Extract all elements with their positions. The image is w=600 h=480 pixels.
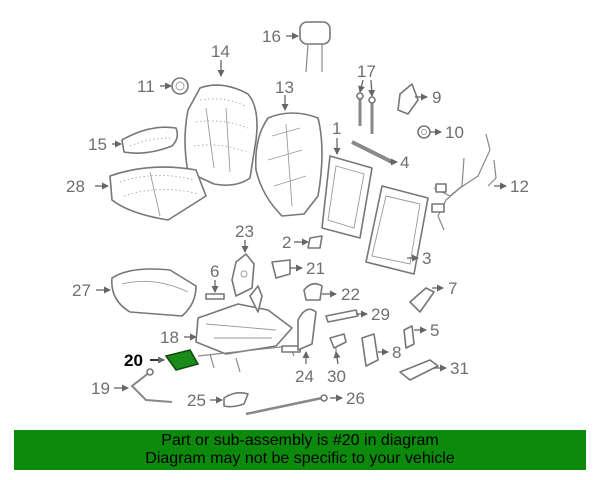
part-3-back-panel[interactable] xyxy=(365,185,429,275)
part-15-pad[interactable] xyxy=(121,126,179,154)
banner-line-2: Diagram may not be specific to your vehi… xyxy=(145,450,455,467)
part-27-cushion-pad[interactable] xyxy=(111,268,197,317)
part-21-cover[interactable] xyxy=(271,259,291,279)
part-5-lever[interactable] xyxy=(403,325,415,349)
part-31-trim[interactable] xyxy=(399,359,439,381)
part-25-bumper[interactable] xyxy=(223,391,249,408)
callout-13: 13 xyxy=(275,78,294,97)
callout-8: 8 xyxy=(392,343,401,362)
callout-1: 1 xyxy=(332,119,341,138)
callout-6: 6 xyxy=(210,262,219,281)
callout-27: 27 xyxy=(72,281,91,300)
part-11-button[interactable] xyxy=(171,77,189,95)
callout-12: 12 xyxy=(510,177,529,196)
callout-21: 21 xyxy=(306,259,325,278)
part-24-side-shield[interactable] xyxy=(297,308,317,351)
part-16-headrest[interactable] xyxy=(299,21,331,73)
callout-10: 10 xyxy=(445,123,464,142)
part-6-strip[interactable] xyxy=(205,293,225,300)
part-13-seatback-pad[interactable] xyxy=(254,112,323,217)
part-10-bolt[interactable] xyxy=(417,125,431,139)
callout-26: 26 xyxy=(346,389,365,408)
part-1-seatback-frame[interactable] xyxy=(321,155,373,239)
part-18-seat-frame[interactable] xyxy=(195,285,301,373)
part-19-cable[interactable] xyxy=(130,368,173,403)
callout-22: 22 xyxy=(341,285,360,304)
callout-7: 7 xyxy=(448,279,457,298)
part-8-cover[interactable] xyxy=(361,333,379,367)
callout-17: 17 xyxy=(357,62,376,81)
callout-30: 30 xyxy=(327,367,346,386)
callout-31: 31 xyxy=(450,359,469,378)
callout-15: 15 xyxy=(88,135,107,154)
part-26-rod[interactable] xyxy=(245,394,328,416)
callout-2: 2 xyxy=(282,233,291,252)
part-17-guides[interactable] xyxy=(356,92,376,134)
callout-18: 18 xyxy=(160,328,179,347)
part-30-bracket[interactable] xyxy=(329,333,347,356)
leader-lines xyxy=(95,32,507,404)
callout-14: 14 xyxy=(211,42,230,61)
part-20-highlighted-pad[interactable] xyxy=(164,349,200,371)
part-12-harness[interactable] xyxy=(431,133,497,231)
seat-parts-diagram: 16 14 11 13 17 9 15 1 10 4 12 28 23 2 3 … xyxy=(66,21,529,416)
part-7-handle[interactable] xyxy=(409,287,435,313)
callout-19: 19 xyxy=(91,379,110,398)
callout-23: 23 xyxy=(235,222,254,241)
part-29-bar[interactable] xyxy=(325,309,359,323)
part-4-rod[interactable] xyxy=(351,140,393,164)
part-20-shape xyxy=(164,349,200,371)
info-banner: Part or sub-assembly is #20 in diagram D… xyxy=(14,430,586,470)
callout-28: 28 xyxy=(66,177,85,196)
part-14-seatback-cover[interactable] xyxy=(184,84,258,186)
callout-4: 4 xyxy=(400,153,409,172)
callout-29: 29 xyxy=(371,305,390,324)
callout-20-highlighted: 20 xyxy=(124,351,143,370)
callout-16: 16 xyxy=(262,27,281,46)
part-28-cushion-cover[interactable] xyxy=(109,166,207,221)
callout-3: 3 xyxy=(422,249,431,268)
callout-9: 9 xyxy=(432,88,441,107)
part-23-bracket[interactable] xyxy=(231,253,255,297)
part-2-clip[interactable] xyxy=(307,235,323,249)
callout-25: 25 xyxy=(187,391,206,410)
part-22-shield[interactable] xyxy=(303,282,323,301)
callout-5: 5 xyxy=(430,321,439,340)
callout-24: 24 xyxy=(295,367,314,386)
part-9-cover[interactable] xyxy=(397,83,419,115)
callout-11: 11 xyxy=(137,77,155,96)
banner-line-1: Part or sub-assembly is #20 in diagram xyxy=(161,432,439,449)
